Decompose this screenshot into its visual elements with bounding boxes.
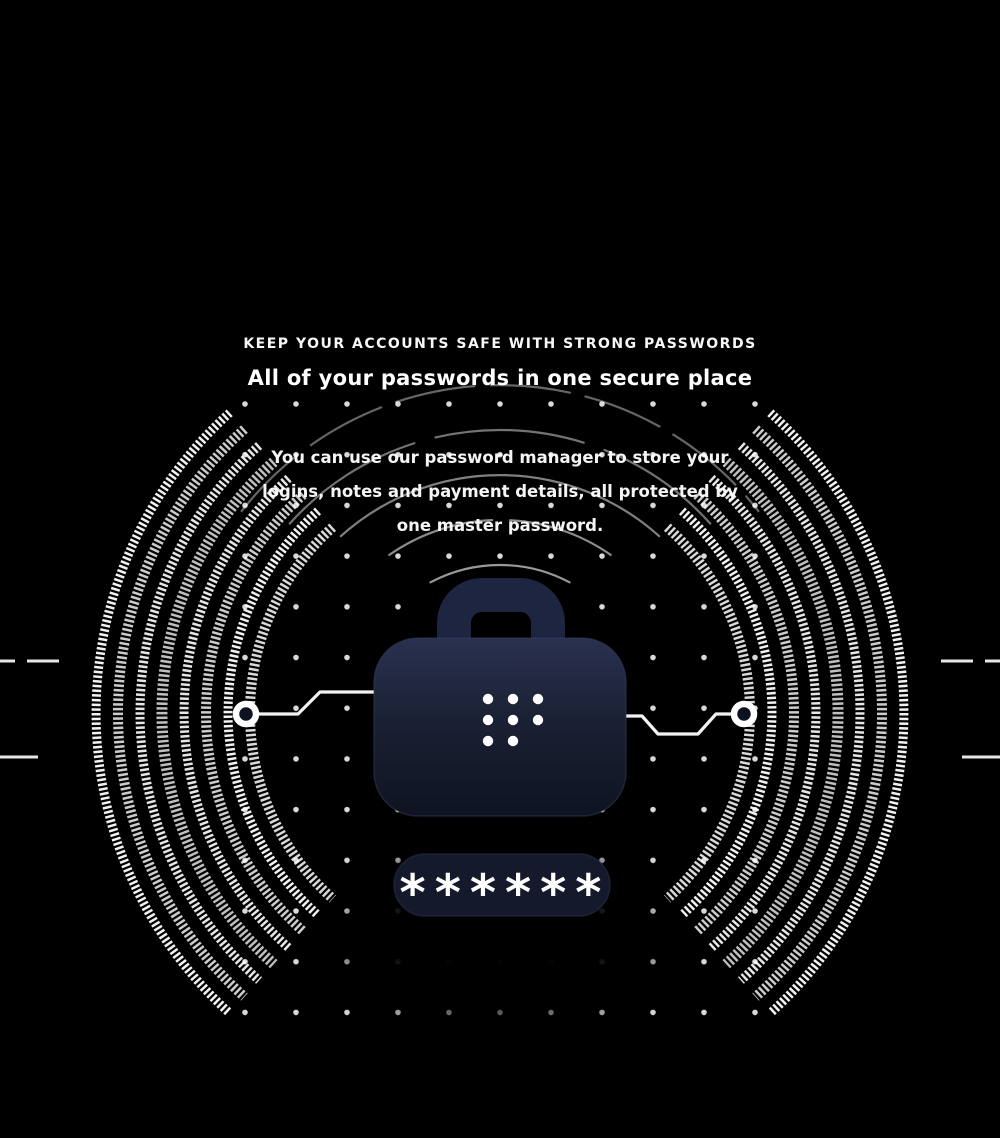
password-field: ****** [393,853,611,922]
briefcase-body [373,637,627,817]
circuit-line-left [254,690,380,716]
password-mask: ****** [400,864,611,922]
hero-heading: All of your passwords in one secure plac… [247,366,753,390]
briefcase-icon [373,578,627,817]
keypad-dot [507,735,519,747]
connector-node-left [232,700,260,728]
keypad-dot [532,714,544,726]
keypad-dot [482,735,494,747]
hero-text: KEEP YOUR ACCOUNTS SAFE WITH STRONG PASS… [0,336,1000,543]
keypad-dot [482,693,494,705]
circuit-line-right [622,712,734,736]
keypad-dot [482,714,494,726]
hero-body: You can use our password manager to stor… [262,448,738,535]
keypad-dot [507,693,519,705]
edge-ticks [0,659,1000,759]
hero-eyebrow: KEEP YOUR ACCOUNTS SAFE WITH STRONG PASS… [243,336,757,352]
keypad-dot [507,714,519,726]
connector-node-right [730,700,758,728]
keypad-dots [482,693,544,747]
keypad-dot [532,693,544,705]
